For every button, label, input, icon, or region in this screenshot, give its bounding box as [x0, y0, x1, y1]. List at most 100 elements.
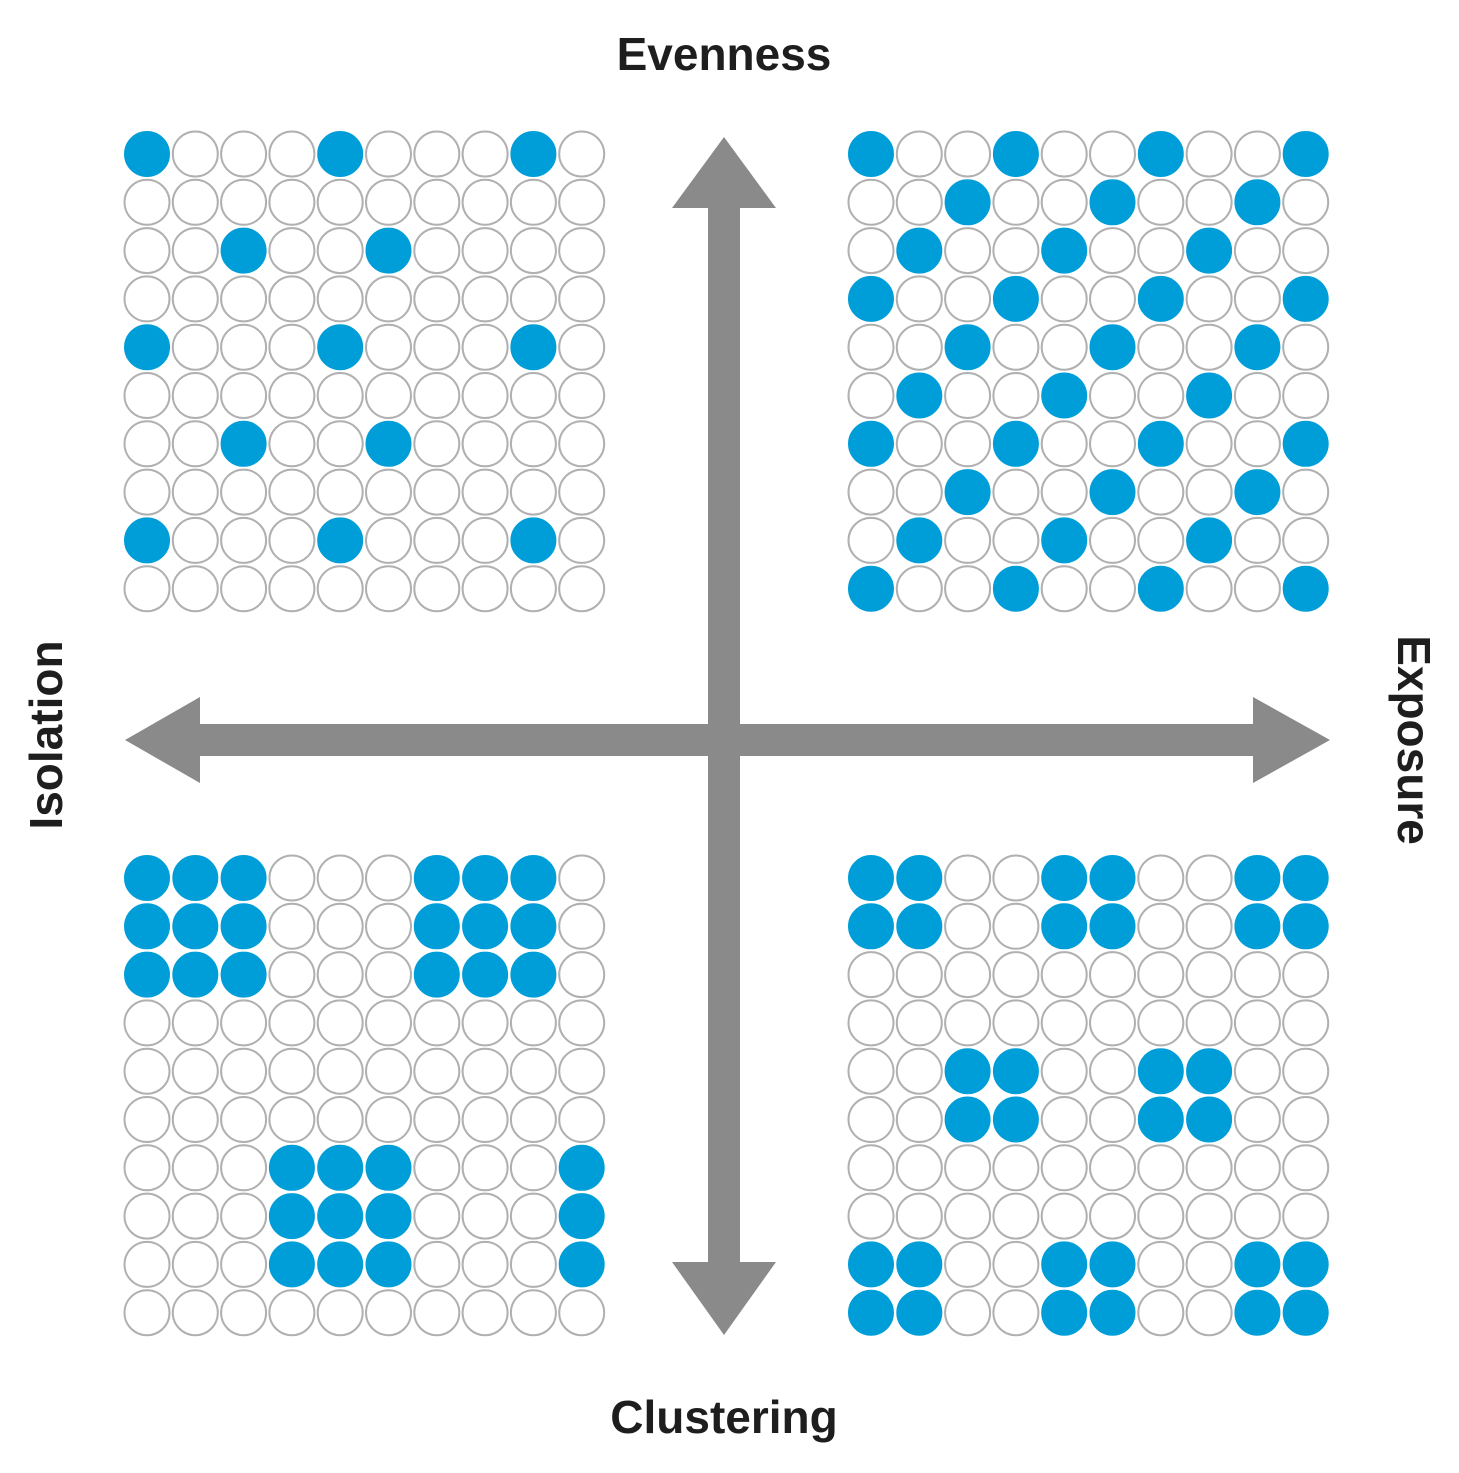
empty-cell [365, 468, 412, 516]
filled-cell [220, 903, 267, 950]
filled-cell [268, 1241, 315, 1288]
filled-cell [510, 951, 557, 998]
empty-cell [413, 1192, 461, 1240]
empty-cell [1185, 1144, 1233, 1192]
empty-cell [1282, 1192, 1330, 1240]
empty-cell [316, 1047, 364, 1095]
empty-cell [1040, 1192, 1088, 1240]
empty-cell [992, 1240, 1040, 1288]
filled-cell [1282, 1241, 1329, 1288]
filled-cell [896, 1289, 943, 1336]
empty-cell [123, 1240, 171, 1288]
empty-cell [992, 1144, 1040, 1192]
empty-cell [268, 227, 316, 275]
empty-cell [220, 372, 268, 419]
empty-cell [171, 1240, 219, 1288]
left-arrowhead [125, 697, 200, 783]
filled-cell [1282, 565, 1329, 612]
empty-cell [847, 372, 895, 419]
empty-cell [1137, 1289, 1185, 1337]
empty-cell [992, 323, 1040, 371]
empty-cell [1185, 565, 1233, 613]
filled-cell [268, 1144, 315, 1191]
filled-cell [848, 275, 894, 322]
empty-cell [558, 1096, 606, 1143]
empty-cell [461, 1192, 509, 1240]
filled-cell [317, 517, 364, 564]
empty-cell [1233, 951, 1281, 999]
empty-cell [316, 951, 364, 999]
empty-cell [509, 1096, 557, 1143]
filled-cell [365, 1144, 412, 1191]
filled-cell [1089, 903, 1136, 950]
empty-cell [123, 227, 171, 275]
empty-cell [558, 902, 606, 950]
filled-cell [462, 855, 509, 901]
empty-cell [1233, 1144, 1281, 1192]
empty-cell [847, 951, 895, 999]
empty-cell [1233, 1047, 1281, 1095]
empty-cell [1233, 130, 1281, 178]
empty-cell [365, 999, 412, 1047]
empty-cell [220, 1096, 268, 1143]
filled-cell [1234, 1241, 1281, 1288]
filled-cell [848, 131, 894, 177]
empty-cell [365, 902, 412, 950]
empty-cell [558, 951, 606, 999]
empty-cell [461, 227, 509, 275]
label-evenness: Evenness [617, 28, 832, 80]
filled-cell [1186, 1096, 1233, 1143]
empty-cell [895, 468, 943, 516]
empty-cell [944, 999, 992, 1047]
right-arrowhead [1253, 697, 1330, 783]
filled-cell [1186, 372, 1233, 419]
filled-cell [896, 903, 943, 950]
filled-cell [1089, 1241, 1136, 1288]
empty-cell [1040, 1096, 1088, 1143]
empty-cell [220, 468, 268, 516]
filled-cell [172, 951, 219, 998]
empty-cell [847, 516, 895, 564]
empty-cell [944, 275, 992, 323]
filled-cell [1041, 517, 1088, 564]
empty-cell [461, 1289, 509, 1337]
empty-cell [268, 516, 316, 564]
empty-cell [558, 420, 606, 468]
empty-cell [1185, 468, 1233, 516]
filled-cell [124, 131, 170, 177]
empty-cell [413, 178, 461, 226]
filled-cell [317, 1193, 364, 1240]
filled-cell [317, 324, 364, 371]
empty-cell [365, 372, 412, 419]
empty-cell [1089, 1192, 1136, 1240]
empty-cell [509, 227, 557, 275]
empty-cell [1282, 1047, 1330, 1095]
filled-cell [944, 1096, 991, 1143]
filled-cell [220, 951, 267, 998]
empty-cell [944, 902, 992, 950]
empty-cell [944, 372, 992, 419]
filled-cell [317, 1241, 364, 1288]
empty-cell [461, 178, 509, 226]
empty-cell [558, 999, 606, 1047]
empty-cell [558, 130, 606, 178]
filled-cell [1041, 1241, 1088, 1288]
empty-cell [1233, 227, 1281, 275]
filled-cell [172, 903, 219, 950]
empty-cell [1233, 1096, 1281, 1143]
filled-cell [365, 227, 412, 274]
empty-cell [944, 951, 992, 999]
empty-cell [558, 1289, 606, 1337]
filled-cell [1041, 1289, 1088, 1336]
filled-cell [462, 903, 509, 950]
up-arrowhead [672, 137, 776, 208]
empty-cell [1185, 323, 1233, 371]
empty-cell [847, 227, 895, 275]
label-isolation: Isolation [20, 640, 72, 829]
empty-cell [558, 178, 606, 226]
filled-cell [365, 1193, 412, 1240]
empty-cell [509, 1144, 557, 1192]
filled-cell [365, 1241, 412, 1288]
empty-cell [268, 372, 316, 419]
